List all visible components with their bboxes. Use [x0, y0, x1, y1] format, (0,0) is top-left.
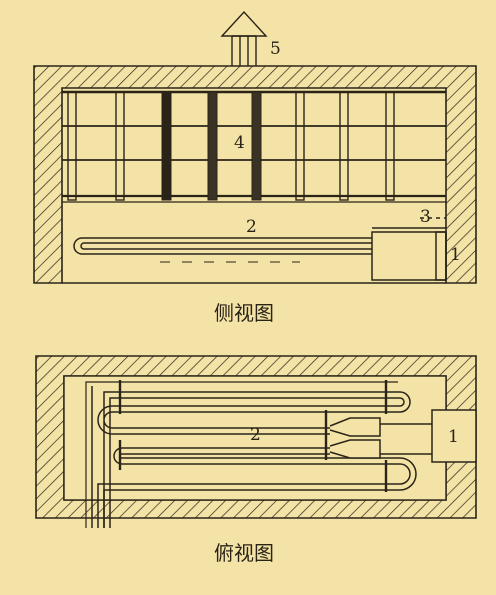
label-2-side: 2 [246, 217, 257, 237]
label-4: 4 [234, 133, 245, 153]
label-2-top: 2 [250, 425, 261, 445]
top-burner-opening [431, 409, 477, 463]
top-view-inner [63, 375, 447, 501]
label-1-top: 1 [448, 427, 459, 447]
top-view: 2 1 俯视图 [35, 355, 477, 565]
side-view-caption: 侧视图 [214, 301, 274, 325]
side-view-hatched-wall [33, 65, 477, 284]
top-heater-pipes [85, 381, 432, 528]
top-view-caption: 俯视图 [214, 541, 274, 565]
drying-rack [62, 90, 446, 203]
label-3: 3 [420, 207, 431, 227]
label-5: 5 [270, 39, 281, 59]
exhaust-arrow [220, 10, 268, 66]
pipe-clamps [118, 380, 388, 492]
burner-box [371, 217, 447, 281]
side-heater-pipe [73, 237, 372, 263]
side-view: 5 4 2 3 1 侧视图 [33, 10, 477, 325]
label-1-side: 1 [450, 245, 461, 265]
